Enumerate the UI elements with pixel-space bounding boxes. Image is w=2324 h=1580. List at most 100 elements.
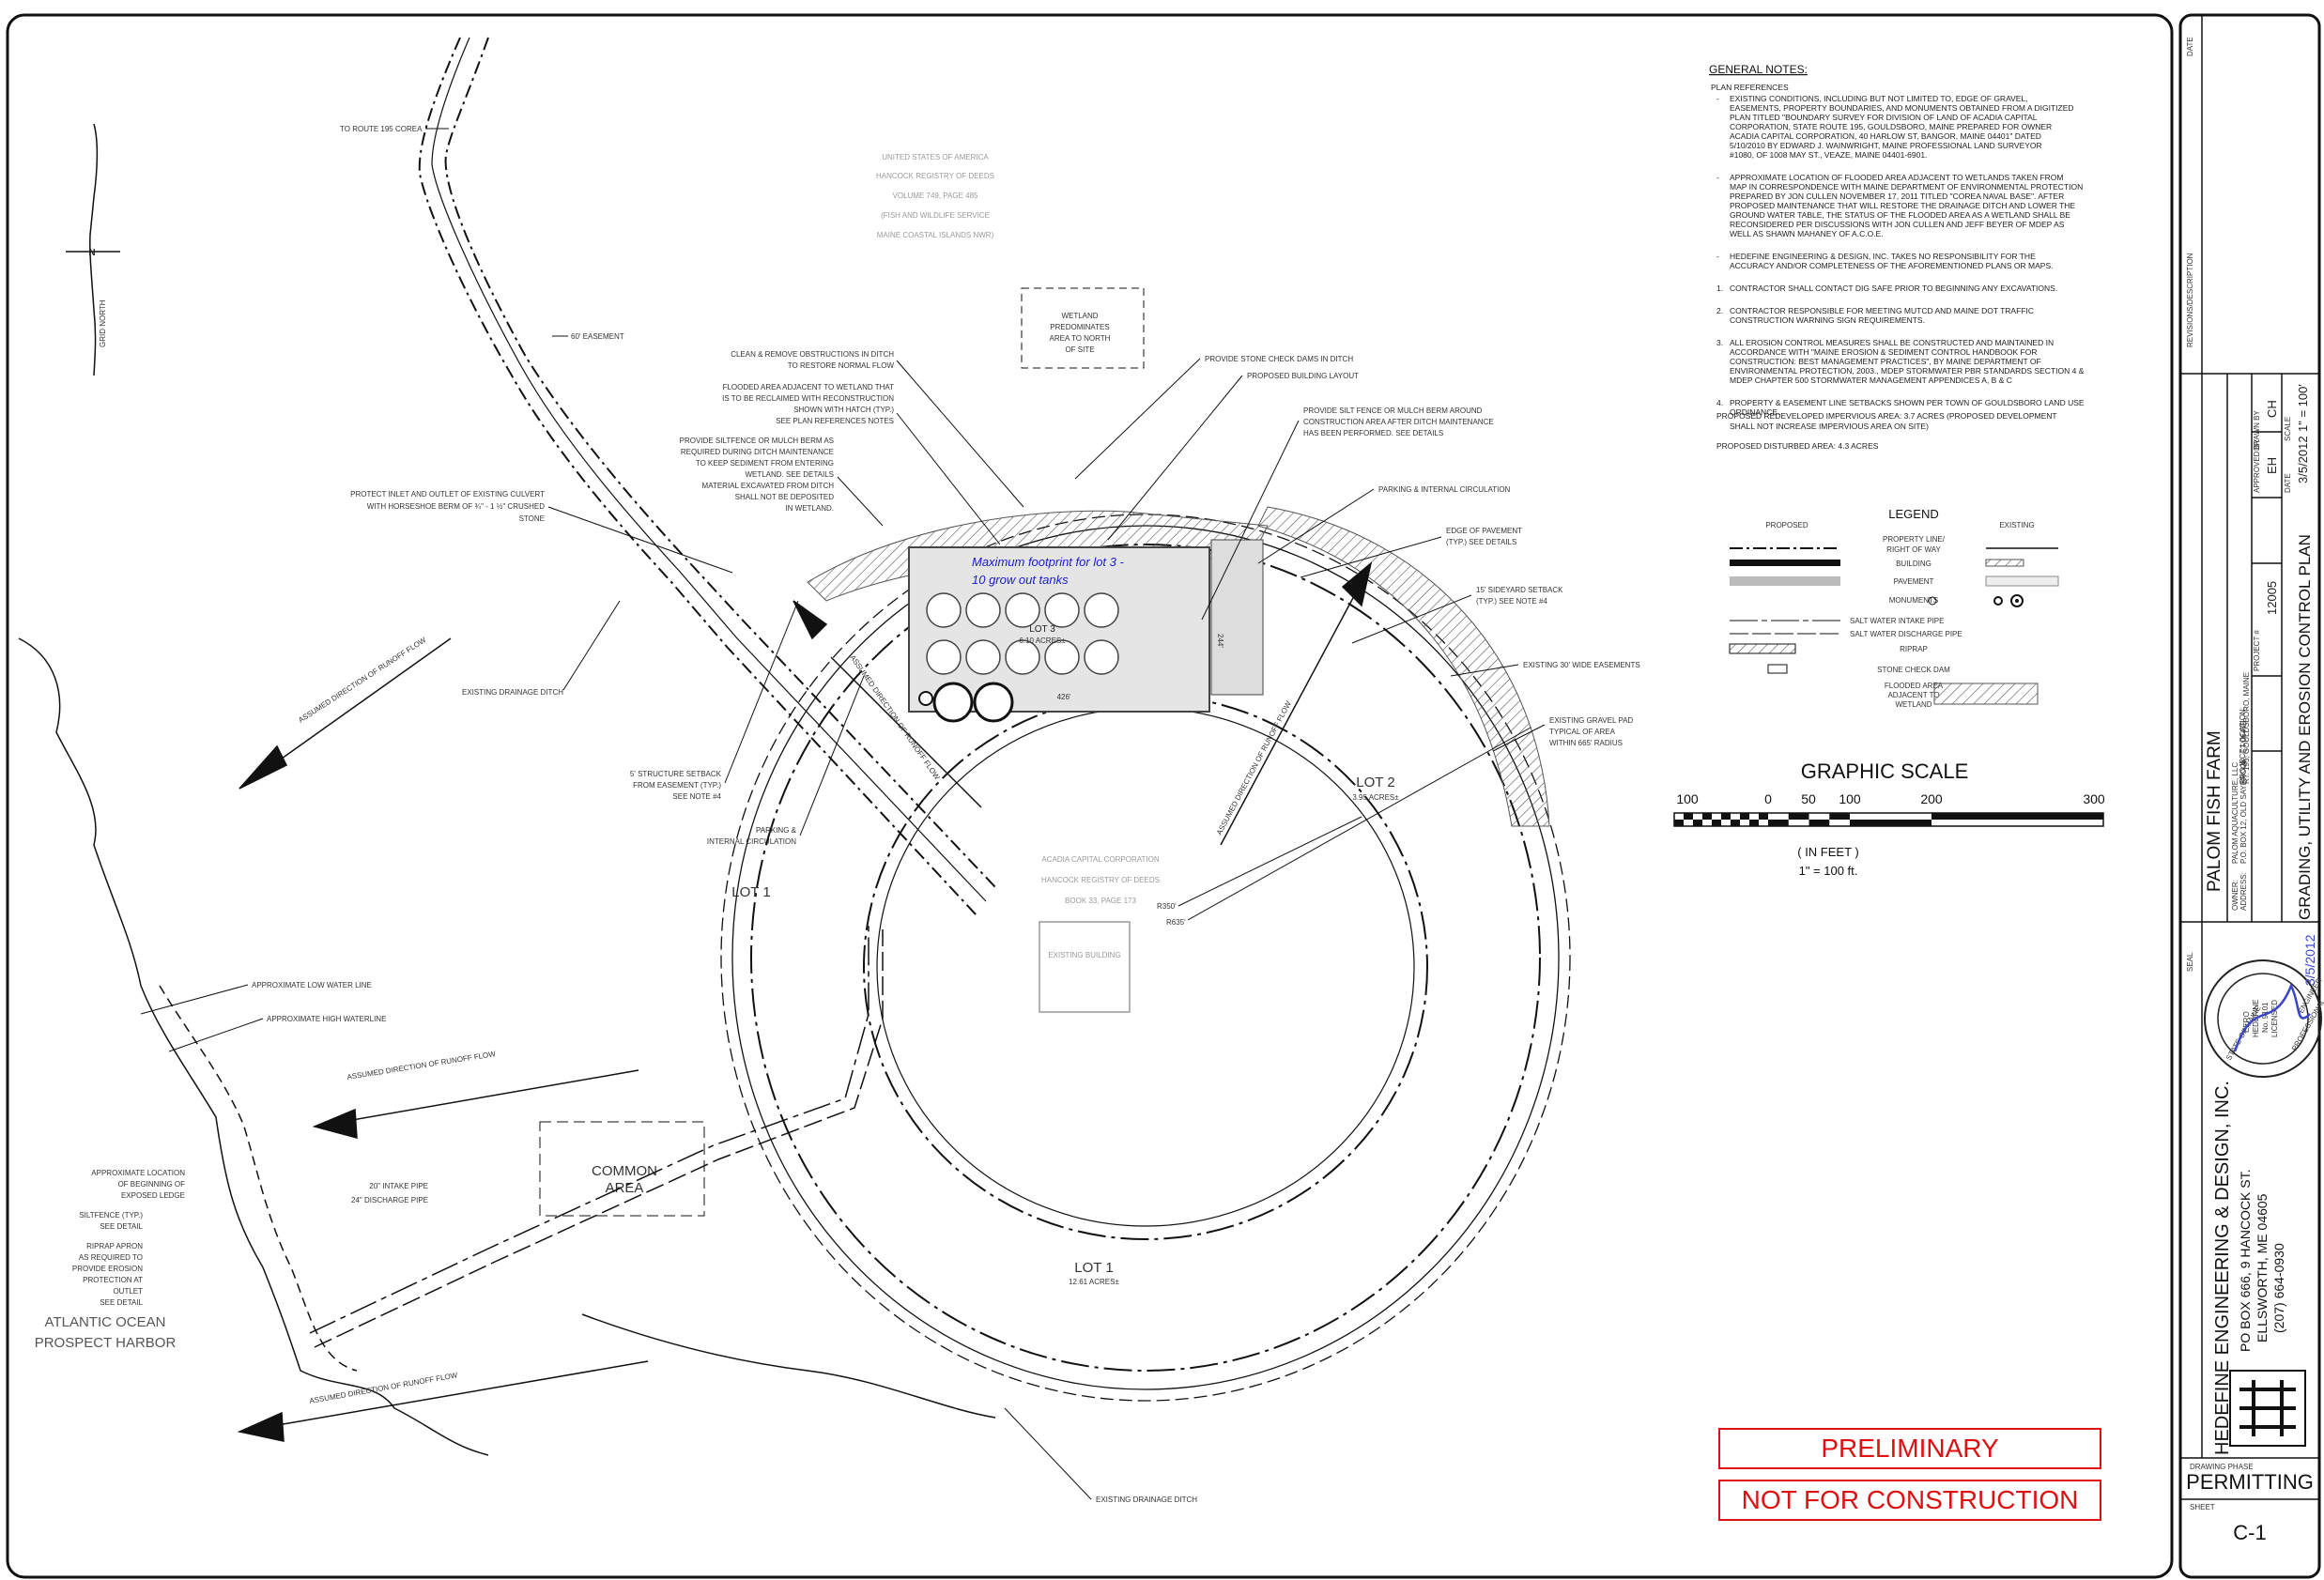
svg-text:PROPOSED DISTURBED AREA: 4.3 A: PROPOSED DISTURBED AREA: 4.3 ACRES bbox=[1716, 441, 1879, 451]
coastline bbox=[18, 637, 996, 1456]
easement-label: 60' EASEMENT bbox=[571, 332, 624, 341]
svg-text:HANCOCK REGISTRY OF DEEDS: HANCOCK REGISTRY OF DEEDS bbox=[876, 172, 994, 180]
note-line: PROPERTY & EASEMENT LINE SETBACKS SHOWN … bbox=[1730, 398, 2085, 407]
svg-text:FROM EASEMENT (TYP.): FROM EASEMENT (TYP.) bbox=[633, 781, 721, 790]
note-number: - bbox=[1716, 94, 1719, 103]
svg-text:12005: 12005 bbox=[2265, 581, 2279, 615]
svg-text:FLOODED AREA ADJACENT TO WETLA: FLOODED AREA ADJACENT TO WETLAND THAT bbox=[723, 383, 895, 391]
svg-text:MAINE COASTAL ISLANDS NWR): MAINE COASTAL ISLANDS NWR) bbox=[877, 231, 994, 239]
svg-text:PERMITTING: PERMITTING bbox=[2186, 1470, 2314, 1494]
blue-note: Maximum footprint for lot 3 - 10 grow ou… bbox=[972, 555, 1124, 587]
scale-segment bbox=[1788, 813, 1809, 820]
svg-text:HANCOCK REGISTRY OF DEEDS: HANCOCK REGISTRY OF DEEDS bbox=[1041, 876, 1160, 884]
svg-text:(TYP.) SEE DETAILS: (TYP.) SEE DETAILS bbox=[1446, 538, 1516, 546]
svg-text:TYPICAL OF AREA: TYPICAL OF AREA bbox=[1549, 728, 1616, 736]
svg-text:FLOODED AREA: FLOODED AREA bbox=[1885, 682, 1944, 690]
dim-r635: R635' bbox=[1166, 918, 1186, 927]
note-line: ALL EROSION CONTROL MEASURES SHALL BE CO… bbox=[1730, 338, 2054, 347]
dim-r350: R350' bbox=[1157, 902, 1177, 911]
svg-text:TO KEEP SEDIMENT FROM ENTERING: TO KEEP SEDIMENT FROM ENTERING bbox=[696, 459, 834, 468]
svg-text:SHALL NOT BE DEPOSITED: SHALL NOT BE DEPOSITED bbox=[735, 493, 835, 501]
runoff-label-2: ASSUMED DIRECTION OF RUNOFF FLOW bbox=[346, 1050, 497, 1081]
svg-text:24" DISCHARGE PIPE: 24" DISCHARGE PIPE bbox=[351, 1196, 428, 1204]
runoff-label-1: ASSUMED DIRECTION OF RUNOFF FLOW bbox=[297, 636, 427, 725]
svg-text:ELLSWORTH, ME 04605: ELLSWORTH, ME 04605 bbox=[2255, 1193, 2270, 1342]
note-line: ORDINANCE. bbox=[1730, 407, 1779, 417]
note-line: ACADIA CAPITAL CORPORATION, 40 HARLOW ST… bbox=[1730, 131, 2041, 141]
svg-text:STONE CHECK DAM: STONE CHECK DAM bbox=[1877, 666, 1950, 674]
note-line: 5/10/2010 BY EDWARD J. WAINWRIGHT, MAINE… bbox=[1730, 141, 2042, 150]
svg-text:PROJECT #: PROJECT # bbox=[2253, 630, 2261, 671]
scale-segment bbox=[1702, 813, 1712, 820]
svg-text:HEDEFINE ENGINEERING & DESIGN,: HEDEFINE ENGINEERING & DESIGN, INC. bbox=[2212, 1081, 2233, 1455]
svg-text:EXPOSED LEDGE: EXPOSED LEDGE bbox=[121, 1191, 185, 1200]
svg-text:SEAL: SEAL bbox=[2186, 952, 2194, 972]
scale-segment bbox=[1731, 820, 1740, 826]
svg-text:ADDRESS:: ADDRESS: bbox=[2239, 872, 2248, 911]
svg-text:AS REQUIRED TO: AS REQUIRED TO bbox=[79, 1253, 143, 1262]
svg-text:SEE NOTE #4: SEE NOTE #4 bbox=[672, 792, 721, 801]
svg-text:SEE DETAIL: SEE DETAIL bbox=[100, 1298, 143, 1307]
svg-text:PROVIDE SILT FENCE OR MULCH BE: PROVIDE SILT FENCE OR MULCH BERM AROUND bbox=[1303, 407, 1483, 415]
road-label: TO ROUTE 195 COREA bbox=[340, 125, 423, 133]
svg-text:1" = 100 ft.: 1" = 100 ft. bbox=[1799, 864, 1858, 878]
svg-text:10 grow out tanks: 10 grow out tanks bbox=[972, 573, 1069, 587]
svg-text:PALOM AQUACULTURE, LLC: PALOM AQUACULTURE, LLC bbox=[2231, 762, 2239, 864]
note-line: ACCORDANCE WITH "MAINE EROSION & SEDIMEN… bbox=[1730, 347, 2037, 357]
svg-text:WITHIN 665' RADIUS: WITHIN 665' RADIUS bbox=[1549, 739, 1623, 747]
svg-text:(207) 664-0930: (207) 664-0930 bbox=[2271, 1243, 2286, 1333]
svg-text:IS TO BE RECLAIMED WITH RECONS: IS TO BE RECLAIMED WITH RECONSTRUCTION bbox=[722, 394, 894, 403]
not-for-construction-stamp: NOT FOR CONSTRUCTION bbox=[1718, 1480, 2101, 1521]
scale-tick-label: 300 bbox=[2083, 791, 2105, 806]
svg-text:INTERNAL CIRCULATION: INTERNAL CIRCULATION bbox=[707, 837, 796, 846]
dim-426: 426' bbox=[1057, 693, 1071, 701]
svg-text:OWNER:: OWNER: bbox=[2231, 880, 2239, 911]
svg-text:SEE DETAIL: SEE DETAIL bbox=[100, 1222, 143, 1231]
svg-text:APPROXIMATE HIGH WATERLINE: APPROXIMATE HIGH WATERLINE bbox=[267, 1015, 386, 1023]
note-line: ACCURACY AND/OR COMPLETENESS OF THE AFOR… bbox=[1730, 261, 2053, 270]
svg-text:RT. 195, GOULDSBORO, MAINE: RT. 195, GOULDSBORO, MAINE bbox=[2242, 672, 2251, 784]
svg-text:REVISIONS/DESCRIPTION: REVISIONS/DESCRIPTION bbox=[2186, 253, 2194, 347]
note-number: - bbox=[1716, 173, 1719, 182]
svg-text:WITH HORSESHOE BERM OF ¾" - 1: WITH HORSESHOE BERM OF ¾" - 1 ½" CRUSHED bbox=[367, 502, 545, 511]
svg-text:WETLAND. SEE DETAILS: WETLAND. SEE DETAILS bbox=[745, 470, 834, 479]
svg-text:OUTLET: OUTLET bbox=[113, 1287, 143, 1296]
svg-text:VOLUME 749, PAGE 485: VOLUME 749, PAGE 485 bbox=[892, 192, 978, 200]
note-line: PLAN TITLED "BOUNDARY SURVEY FOR DIVISIO… bbox=[1730, 113, 2038, 122]
runoff-label-3: ASSUMED DIRECTION OF RUNOFF FLOW bbox=[309, 1371, 459, 1405]
svg-text:OF BEGINNING OF: OF BEGINNING OF bbox=[117, 1180, 185, 1189]
note-line: APPROXIMATE LOCATION OF FLOODED AREA ADJ… bbox=[1730, 173, 2064, 182]
engineer-seal: STATE OF MAINE EERO HEDEFINE No. 9101 LI… bbox=[2204, 934, 2324, 1078]
grid-north-label: GRID NORTH bbox=[99, 299, 107, 347]
svg-text:No. 9101: No. 9101 bbox=[2261, 1002, 2270, 1033]
title-block: DATE REVISIONS/DESCRIPTION PALOM FISH FA… bbox=[2186, 37, 2314, 1544]
dim-244: 244' bbox=[1216, 634, 1224, 648]
svg-text:EXISTING GRAVEL PAD: EXISTING GRAVEL PAD bbox=[1549, 716, 1633, 725]
svg-text:ADJACENT TO: ADJACENT TO bbox=[1887, 691, 1939, 699]
svg-text:PROPERTY LINE/: PROPERTY LINE/ bbox=[1883, 535, 1946, 544]
lot2-area: 3.95 ACRES± bbox=[1352, 793, 1399, 802]
svg-text:SHOWN WITH HATCH (TYP.): SHOWN WITH HATCH (TYP.) bbox=[793, 406, 894, 414]
svg-text:PROPOSED: PROPOSED bbox=[1765, 521, 1808, 529]
leader-lines bbox=[140, 358, 1546, 1500]
lot3-footprint bbox=[908, 539, 1264, 723]
svg-text:RIPRAP: RIPRAP bbox=[1900, 645, 1928, 653]
svg-text:PLAN REFERENCES: PLAN REFERENCES bbox=[1711, 83, 1789, 92]
svg-text:C-1: C-1 bbox=[2233, 1521, 2266, 1544]
svg-text:DATE: DATE bbox=[2284, 473, 2292, 493]
svg-text:(TYP.) SEE NOTE #4: (TYP.) SEE NOTE #4 bbox=[1476, 597, 1547, 606]
svg-text:SHALL NOT INCREASE IMPERVIOUS: SHALL NOT INCREASE IMPERVIOUS AREA ON SI… bbox=[1730, 422, 1929, 431]
scale-segment bbox=[1712, 820, 1721, 826]
scale-segment bbox=[1749, 820, 1759, 826]
note-line: WELL AS SHAWN MAHANEY OF A.C.O.E. bbox=[1730, 229, 1884, 238]
svg-text:CH: CH bbox=[2265, 400, 2279, 418]
svg-text:RIPRAP APRON: RIPRAP APRON bbox=[86, 1242, 143, 1250]
svg-text:ACADIA CAPITAL CORPORATION: ACADIA CAPITAL CORPORATION bbox=[1041, 855, 1159, 864]
svg-text:SEE PLAN REFERENCES NOTES: SEE PLAN REFERENCES NOTES bbox=[776, 417, 894, 425]
drawing-border bbox=[6, 13, 2174, 1579]
note-line: EXISTING CONDITIONS, INCLUDING BUT NOT L… bbox=[1730, 94, 2028, 103]
svg-text:CLEAN & REMOVE OBSTRUCTIONS IN: CLEAN & REMOVE OBSTRUCTIONS IN DITCH bbox=[731, 350, 894, 359]
svg-text:Maximum footprint for lot 3 -: Maximum footprint for lot 3 - bbox=[972, 555, 1124, 569]
svg-text:PROTECTION AT: PROTECTION AT bbox=[83, 1276, 143, 1284]
svg-text:5' STRUCTURE SETBACK: 5' STRUCTURE SETBACK bbox=[630, 770, 722, 778]
